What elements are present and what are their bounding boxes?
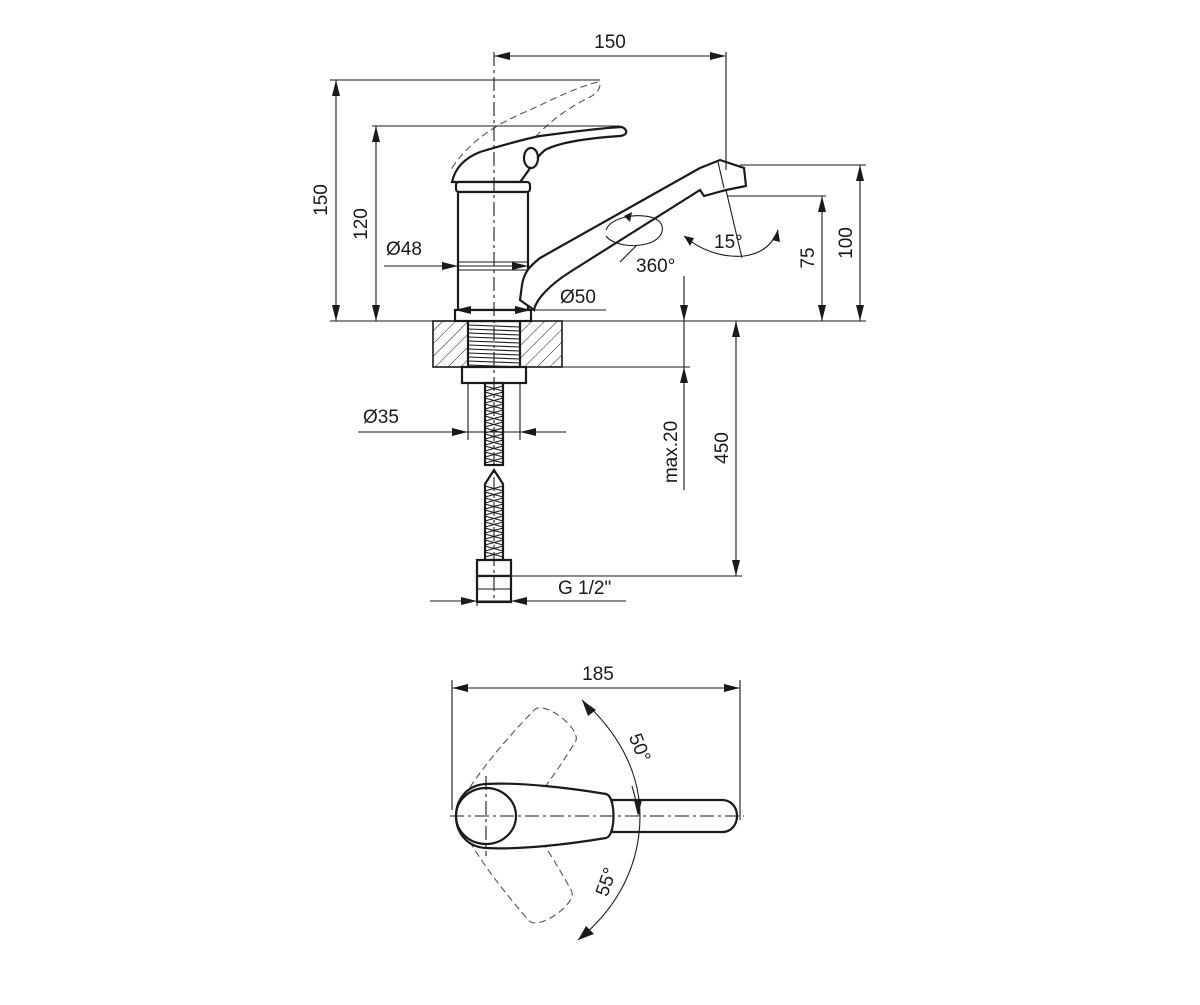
rotation-marker — [605, 215, 663, 247]
body-cap — [454, 180, 532, 194]
thread-line — [467, 340, 521, 344]
label-shank-diameter: Ø35 — [363, 407, 399, 428]
braid-line — [484, 445, 504, 452]
spout-top-view — [610, 798, 738, 834]
label-connection: G 1/2" — [558, 578, 611, 599]
braid-line — [484, 397, 504, 404]
braid-line — [484, 539, 504, 546]
label-handle-angle-down: 55° — [592, 865, 622, 899]
braid-line — [484, 421, 504, 428]
braid-line — [484, 545, 504, 552]
braid-line — [484, 497, 504, 504]
lever-pivot — [522, 146, 540, 170]
braid-line — [484, 521, 504, 528]
braid-line — [484, 491, 504, 498]
faucet-body — [456, 190, 530, 312]
countertop-section — [432, 320, 563, 368]
side-view: 150 150 120 Ø48 Ø50 360° 15° 75 — [311, 32, 866, 606]
label-body-diameter: Ø48 — [386, 239, 422, 260]
label-base-diameter: Ø50 — [560, 287, 596, 308]
label-handle-angle-up: 50° — [624, 731, 654, 766]
braid-line — [484, 415, 504, 422]
label-spout-top-height: 100 — [836, 227, 857, 259]
rotation-arc — [577, 699, 641, 941]
label-width-top: 150 — [594, 32, 626, 53]
label-height-total: 150 — [311, 184, 332, 216]
label-outlet-height: 75 — [798, 247, 819, 268]
label-overall-length: 185 — [582, 664, 614, 685]
label-spout-tilt: 15° — [714, 232, 743, 253]
label-spout-rotation: 360° — [636, 256, 675, 277]
label-hose-length: 450 — [712, 432, 733, 464]
lever-handle — [450, 125, 628, 184]
label-max-deck: max.20 — [661, 421, 682, 483]
thread-line — [467, 324, 521, 328]
label-handle-height: 120 — [351, 208, 372, 240]
thread-line — [467, 348, 521, 352]
braid-line — [484, 391, 504, 398]
top-view: 185 50° 55° — [450, 664, 744, 941]
braid-line — [484, 439, 504, 446]
swivel-spout — [518, 158, 748, 312]
tilt-arc — [683, 229, 779, 257]
braid-line — [484, 515, 504, 522]
